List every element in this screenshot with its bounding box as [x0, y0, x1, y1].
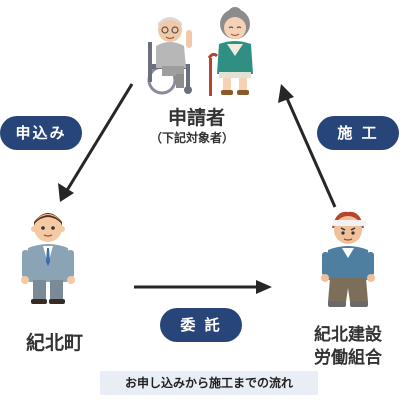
applicant-label: 申請者 [168, 107, 226, 129]
town-official-icon [21, 213, 75, 304]
elderly-man-wheelchair-icon [147, 17, 192, 95]
flow-caption: お申し込みから施工までの流れ [100, 371, 318, 395]
union-label-line2: 労働組合 [314, 348, 382, 368]
applicant-sublabel: （下記対象者） [150, 131, 235, 145]
construction-pill: 施 工 [317, 116, 399, 150]
union-label-line1: 紀北建設 [314, 325, 382, 345]
elderly-woman-icon [207, 7, 253, 96]
construction-worker-icon [321, 211, 375, 307]
apply-pill: 申込み [0, 116, 82, 150]
town-label: 紀北町 [26, 332, 84, 354]
commission-pill: 委 託 [160, 308, 242, 342]
